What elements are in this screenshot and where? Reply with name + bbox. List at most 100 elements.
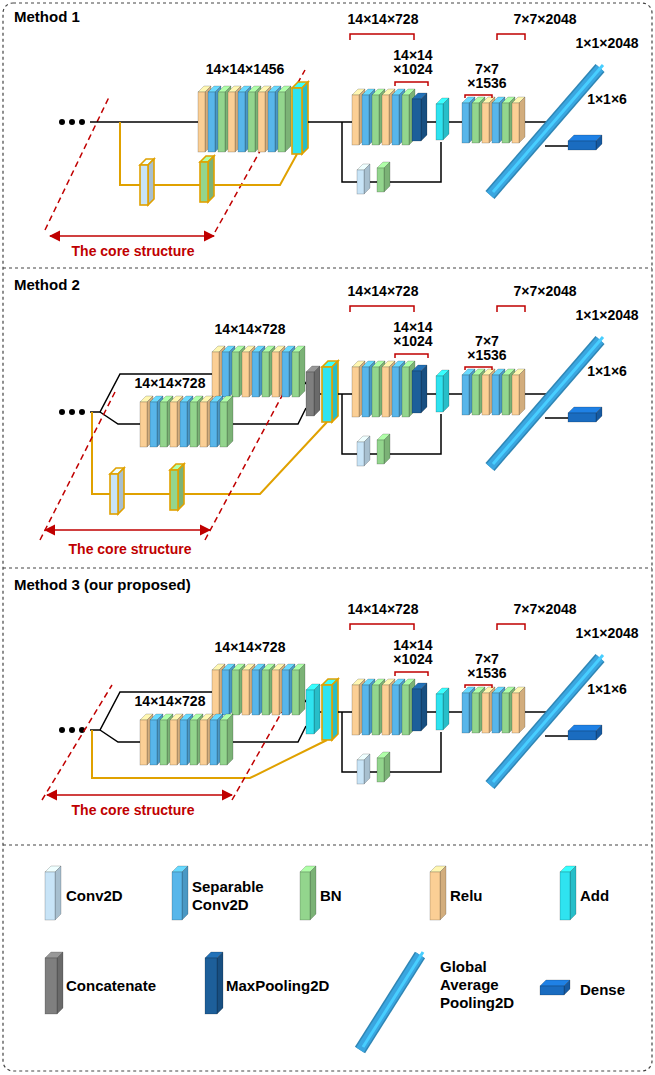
panel-separator — [3, 267, 652, 268]
ellipsis-dot — [69, 727, 75, 733]
legend-text: Add — [580, 887, 609, 905]
legend-text: Concatenate — [66, 977, 156, 995]
ellipsis-dot — [59, 119, 65, 125]
ellipsis-dot — [79, 409, 85, 415]
layer-block — [140, 159, 154, 205]
dimension-label: 1×1×6 — [587, 682, 627, 696]
panel-title: Method 1 — [14, 8, 80, 26]
layer-block — [220, 396, 233, 447]
ellipsis-dot — [79, 119, 85, 125]
flow-line — [545, 145, 568, 147]
dimension-label: 1×1×6 — [587, 364, 627, 378]
layer-block — [436, 688, 449, 730]
size-bracket — [350, 34, 414, 40]
dimension-label: 14×14×728 — [135, 376, 206, 390]
flow-line — [308, 121, 352, 123]
size-bracket — [350, 306, 414, 312]
pooling-bar — [490, 337, 603, 467]
panel-separator — [3, 567, 652, 568]
dimension-label: 1×1×2048 — [575, 626, 638, 640]
legend-swatch — [45, 952, 63, 1014]
dimension-label: 7×7 ×1536 — [467, 652, 506, 680]
layer-block — [306, 366, 320, 416]
layer-block — [512, 687, 525, 733]
dimension-label: 14×14 ×1024 — [393, 48, 432, 76]
layer-block — [45, 866, 61, 920]
layer-block — [560, 866, 576, 920]
size-bracket — [350, 624, 414, 630]
flow-line — [338, 393, 352, 395]
layer-block — [540, 980, 570, 995]
legend-text: Separable Conv2D — [192, 878, 264, 914]
layer-block — [357, 754, 370, 784]
flow-line — [427, 711, 436, 713]
layer-block — [436, 98, 449, 140]
dimension-label: 14×14×728 — [348, 12, 419, 26]
method-panel: Method 2 — [0, 268, 655, 568]
size-bracket — [395, 672, 428, 676]
dimension-label: 7×7 ×1536 — [467, 334, 506, 362]
ellipsis-dot — [69, 119, 75, 125]
layer-block — [292, 664, 305, 715]
size-bracket — [395, 354, 428, 358]
layer-block — [300, 866, 316, 920]
flow-line — [449, 121, 462, 123]
legend-swatch — [560, 866, 576, 920]
legend-text: Dense — [580, 981, 625, 999]
legend-text: Global Average Pooling2D — [440, 958, 514, 1012]
core-boundary — [40, 392, 115, 540]
panel-title: Method 2 — [14, 276, 80, 294]
layer-block — [512, 97, 525, 143]
layer-block — [292, 82, 308, 154]
core-structure-label: The core structure — [72, 803, 195, 817]
layer-block — [512, 369, 525, 415]
size-bracket — [497, 306, 525, 312]
core-arrow — [50, 235, 214, 237]
layer-block — [568, 135, 602, 150]
legend-text: BN — [320, 887, 342, 905]
dimension-label: 14×14 ×1024 — [393, 638, 432, 666]
core-arrow — [47, 794, 232, 796]
core-boundary — [45, 95, 110, 230]
panel-title: Method 3 (our proposed) — [14, 576, 191, 594]
dimension-label: 7×7×2048 — [513, 284, 576, 298]
flow-line — [449, 711, 462, 713]
layer-block — [357, 164, 370, 194]
layer-block — [322, 679, 338, 740]
flow-line — [100, 730, 140, 742]
legend-swatch — [540, 980, 570, 995]
legend-swatch — [172, 866, 188, 920]
panel-separator — [3, 844, 652, 845]
layer-block — [412, 93, 427, 141]
legend-text: Relu — [450, 887, 483, 905]
legend-swatch — [300, 866, 316, 920]
layer-block — [412, 365, 427, 413]
core-structure-label: The core structure — [72, 244, 195, 258]
layer-block — [430, 866, 446, 920]
layer-block — [292, 346, 305, 397]
core-structure-label: The core structure — [69, 542, 192, 556]
dimension-label: 14×14×728 — [135, 694, 206, 708]
dimension-label: 7×7×2048 — [513, 602, 576, 616]
layer-block — [568, 725, 602, 740]
flow-line — [90, 121, 198, 123]
layer-block — [322, 361, 338, 422]
size-bracket — [465, 95, 492, 98]
layer-block — [172, 866, 188, 920]
legend-swatch — [205, 952, 223, 1014]
core-boundary — [215, 70, 305, 232]
dimension-label: 1×1×2048 — [575, 308, 638, 322]
size-bracket — [465, 367, 492, 370]
layer-block — [278, 86, 291, 152]
layer-block — [412, 683, 427, 731]
legend-swatch — [430, 866, 446, 920]
flow-line — [100, 412, 140, 424]
layer-block — [110, 468, 124, 514]
size-bracket — [395, 82, 428, 86]
layer-block — [357, 436, 370, 466]
dimension-label: 14×14 ×1024 — [393, 320, 432, 348]
core-arrow — [45, 529, 210, 531]
core-boundary — [42, 685, 112, 800]
ellipsis-dot — [59, 727, 65, 733]
